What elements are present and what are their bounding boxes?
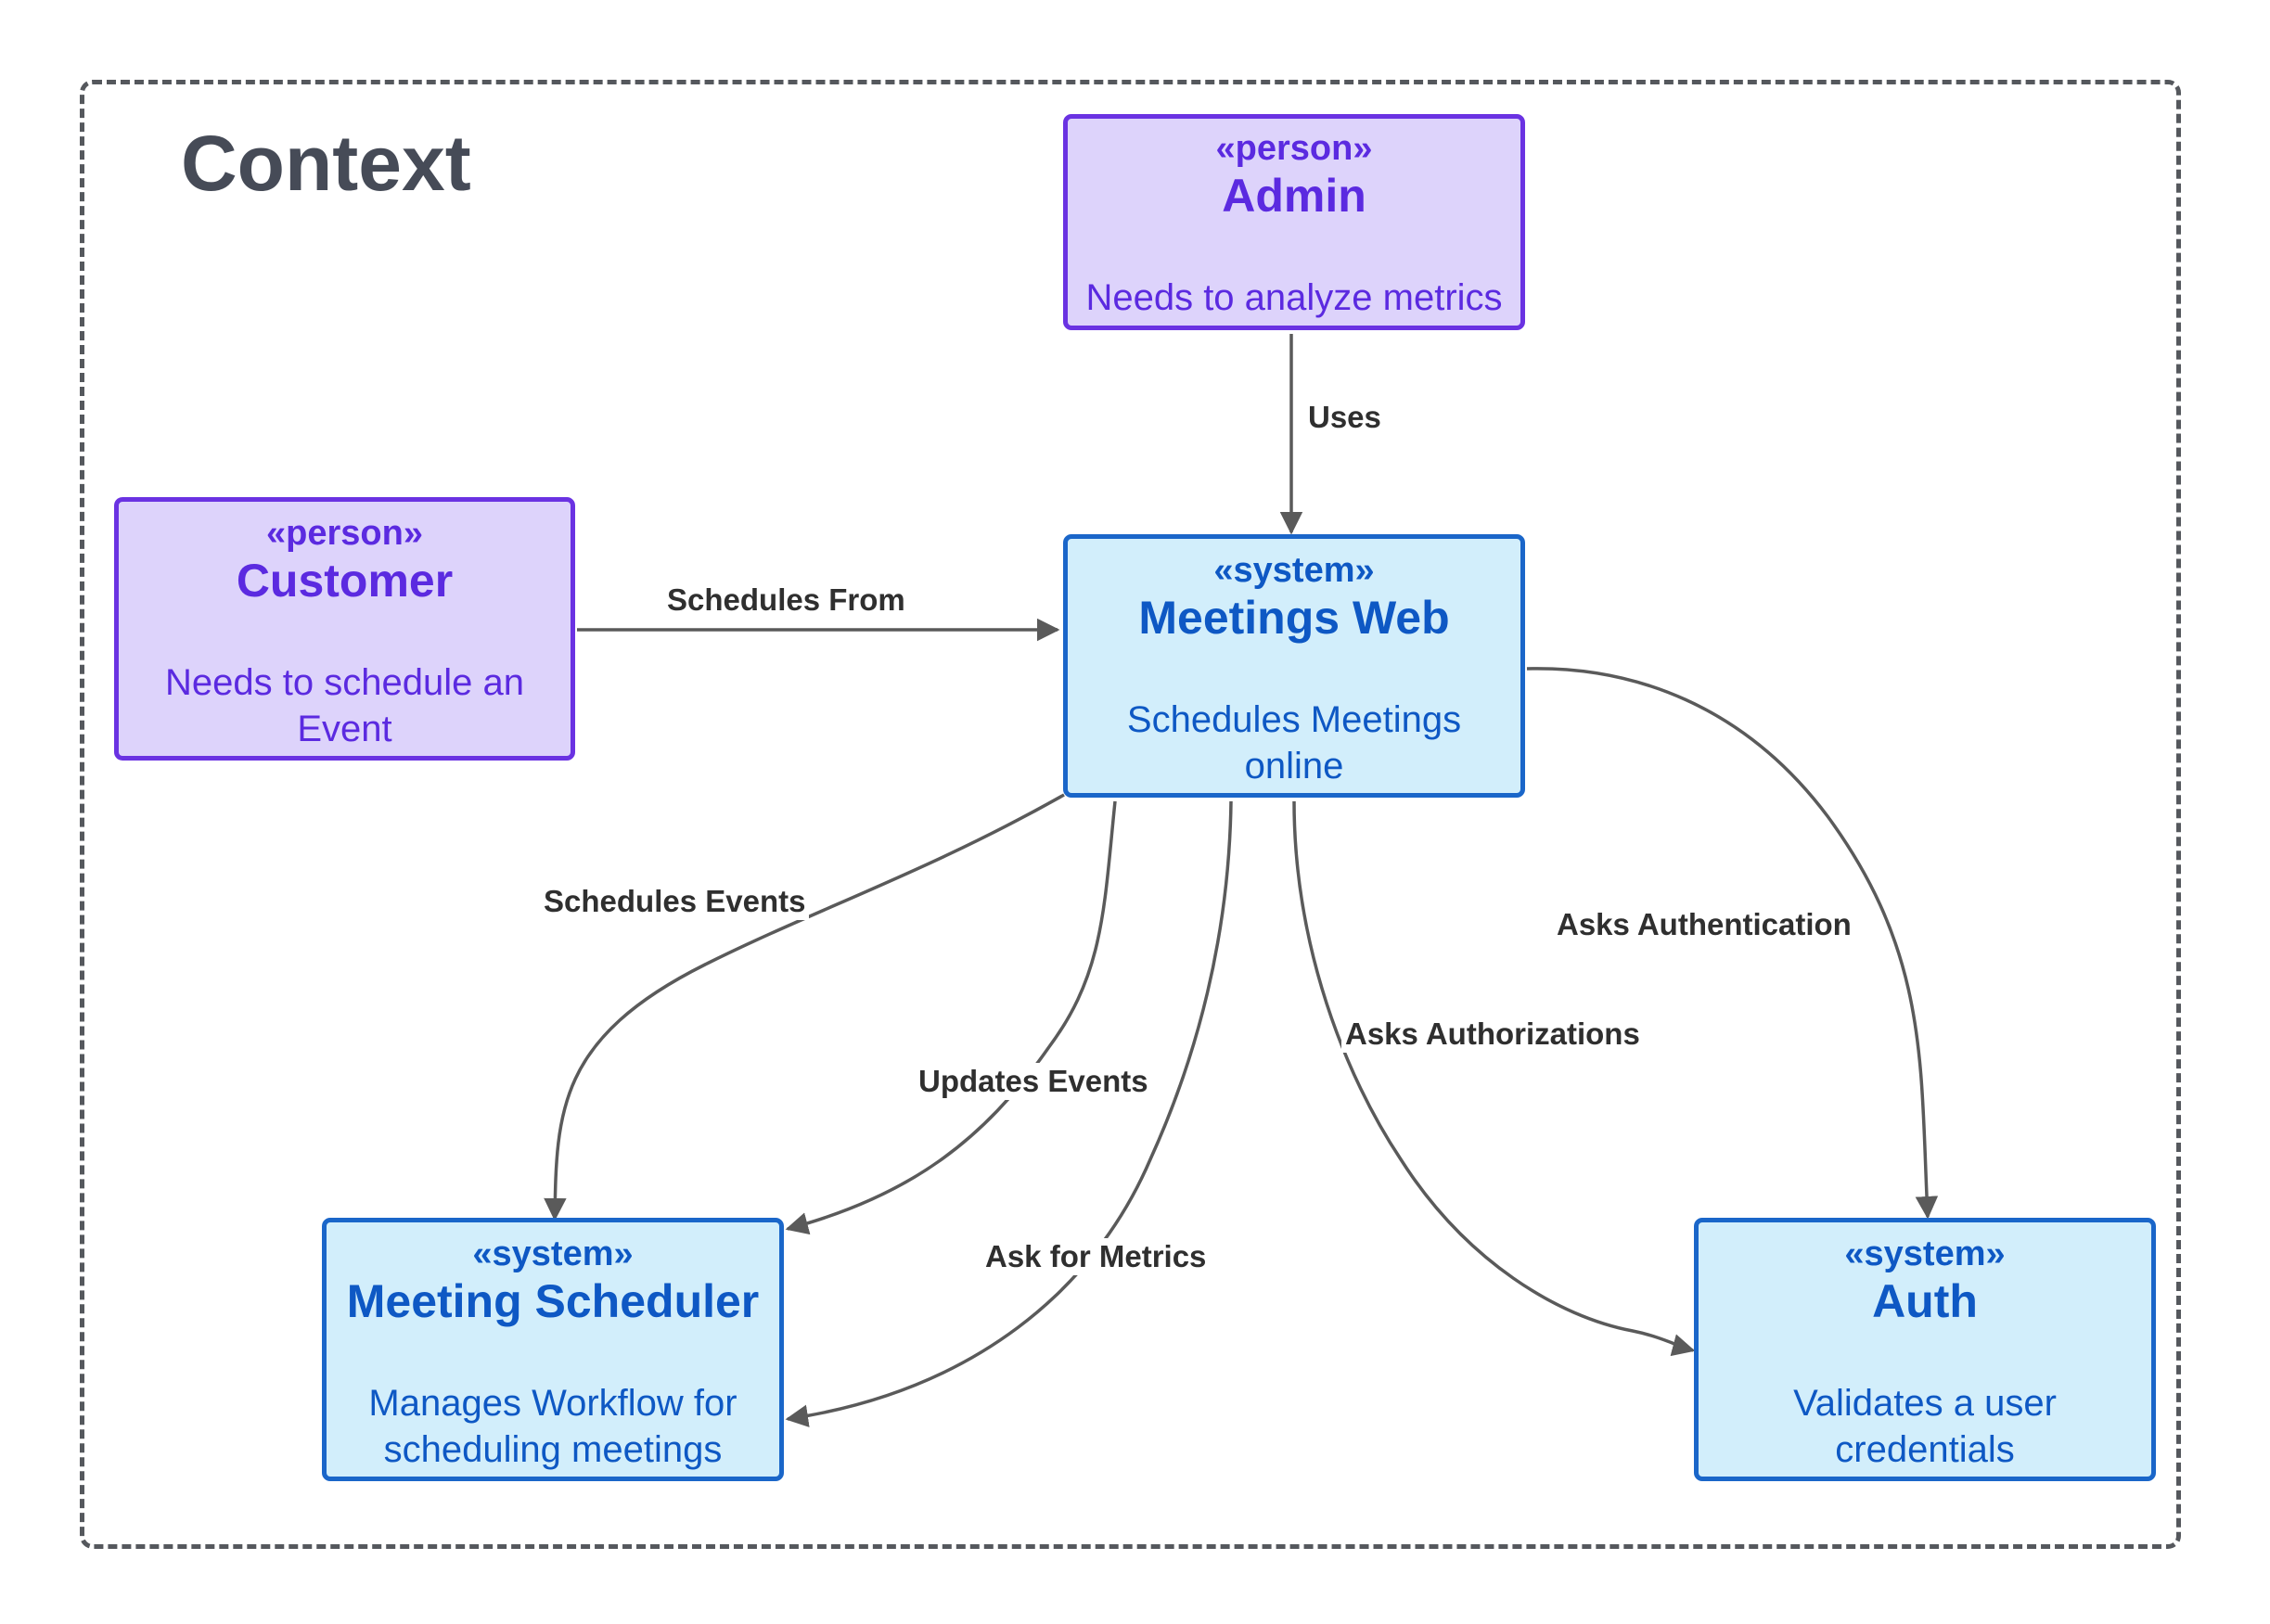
edge-asks-authentication	[1526, 667, 1939, 1220]
context-boundary	[80, 80, 2181, 1549]
customer-name: Customer	[236, 555, 454, 607]
edge-asks-authorizations	[1292, 800, 1696, 1357]
node-auth[interactable]: «system» Auth Validates a user credentia…	[1694, 1218, 2156, 1481]
edge-label-schedules-from: Schedules From	[663, 582, 909, 619]
edge-updates-events	[785, 800, 1117, 1235]
meeting-scheduler-name: Meeting Scheduler	[346, 1275, 760, 1327]
auth-description: Validates a user credentials	[1793, 1383, 2057, 1470]
admin-description: Needs to analyze metrics	[1085, 277, 1503, 318]
meeting-scheduler-stereotype: «system»	[472, 1234, 634, 1273]
auth-stereotype: «system»	[1844, 1234, 2006, 1273]
meetings-web-description: Schedules Meetings online	[1126, 699, 1462, 786]
node-meetings-web[interactable]: «system» Meetings Web Schedules Meetings…	[1063, 534, 1525, 798]
admin-stereotype: «person»	[1215, 129, 1373, 168]
meetings-web-stereotype: «system»	[1213, 551, 1375, 590]
node-admin[interactable]: «person» Admin Needs to analyze metrics	[1063, 114, 1525, 330]
meetings-web-name: Meetings Web	[1138, 592, 1450, 644]
edge-label-schedules-events: Schedules Events	[540, 883, 810, 920]
edge-label-asks-authorizations: Asks Authorizations	[1341, 1016, 1644, 1053]
edge-label-ask-for-metrics: Ask for Metrics	[981, 1238, 1211, 1275]
customer-description: Needs to schedule an Event	[165, 662, 524, 749]
node-customer[interactable]: «person» Customer Needs to schedule an E…	[114, 497, 575, 761]
node-meeting-scheduler[interactable]: «system» Meeting Scheduler Manages Workf…	[322, 1218, 784, 1481]
edge-label-updates-events: Updates Events	[915, 1063, 1152, 1100]
auth-name: Auth	[1872, 1275, 1978, 1327]
edge-ask-for-metrics	[785, 800, 1233, 1427]
edge-label-uses: Uses	[1304, 399, 1385, 436]
customer-stereotype: «person»	[266, 514, 423, 553]
boundary-title: Context	[181, 120, 471, 207]
edge-schedules-events	[544, 793, 1065, 1221]
admin-name: Admin	[1222, 170, 1366, 222]
edge-label-asks-authentication: Asks Authentication	[1553, 906, 1855, 943]
meeting-scheduler-description: Manages Workflow for scheduling meetings	[368, 1383, 737, 1470]
